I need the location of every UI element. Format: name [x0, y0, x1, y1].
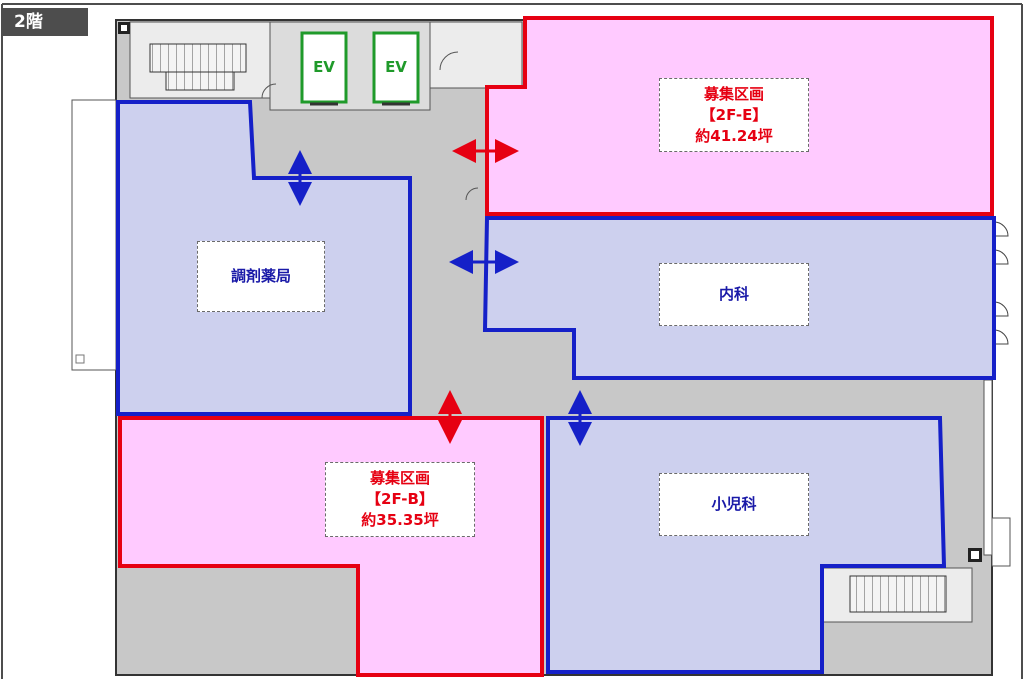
unit-2f-b-code: 【2F-B】 — [366, 490, 434, 508]
pediatrics-label: 小児科 — [659, 473, 809, 536]
elevator-2-label: EV — [385, 58, 407, 76]
utility-room — [429, 21, 523, 89]
elevator-1-label: EV — [313, 58, 335, 76]
wall-right — [983, 379, 993, 556]
unit-2f-e-area: 約41.24坪 — [695, 126, 773, 145]
unit-2f-b-title: 募集区画 — [369, 469, 430, 487]
staircase-top — [149, 43, 247, 73]
unit-2f-e-code: 【2F-E】 — [700, 105, 768, 124]
floor-label: 2階 — [2, 8, 88, 36]
balcony-left — [71, 99, 117, 371]
unit-2f-b-label: 募集区画 【2F-B】 約35.35坪 — [325, 462, 475, 537]
pediatrics-name: 小児科 — [711, 495, 757, 513]
unit-2f-e-label: 募集区画 【2F-E】 約41.24坪 — [659, 78, 809, 152]
pharmacy-label: 調剤薬局 — [197, 241, 325, 312]
elevator-2 — [372, 31, 420, 104]
pharmacy-name: 調剤薬局 — [230, 267, 291, 285]
internal-medicine-name: 内科 — [718, 285, 749, 303]
internal-medicine-label: 内科 — [659, 263, 809, 326]
elevator-1 — [300, 31, 348, 104]
unit-2f-e-title: 募集区画 — [703, 84, 764, 103]
unit-pediatrics — [546, 416, 947, 674]
staircase-bottom — [849, 575, 947, 613]
unit-2f-b-area: 約35.35坪 — [361, 511, 439, 529]
